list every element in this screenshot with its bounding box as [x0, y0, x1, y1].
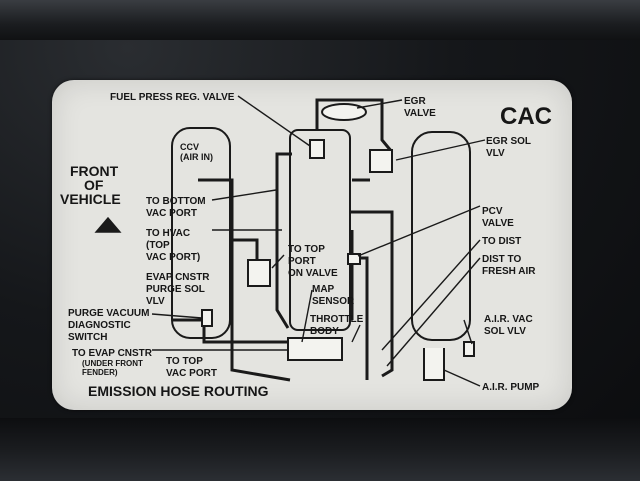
hood-edge — [0, 0, 640, 40]
callout-purge-2: DIAGNOSTIC — [68, 320, 131, 331]
callout-map-1: MAP — [312, 284, 335, 295]
callout-to-hvac-2: (TOP — [146, 240, 170, 251]
label-title: EMISSION HOSE ROUTING — [88, 383, 269, 399]
callout-air-pump: A.I.R. PUMP — [482, 382, 540, 393]
callout-throttle-1: THROTTLE — [310, 314, 364, 325]
leader-lines — [94, 95, 486, 387]
callout-dist-fresh-1: DIST TO — [482, 254, 521, 265]
components — [201, 103, 475, 381]
callout-to-hvac-1: TO HVAC — [146, 228, 190, 239]
callout-to-top-vac-2: VAC PORT — [166, 368, 217, 379]
callout-throttle-2: BODY — [310, 326, 339, 337]
callout-to-bottom-1: TO BOTTOM — [146, 196, 206, 207]
callout-to-top-port-2: PORT — [288, 256, 316, 267]
callout-pcv-1: PCV — [482, 206, 503, 217]
callout-to-top-port-1: TO TOP — [288, 244, 325, 255]
hose-diagram: CAC FRONT OF VEHICLE FUEL PRESS REG. VAL… — [60, 92, 552, 399]
hood-lower-panel — [0, 418, 640, 481]
callout-purge-3: SWITCH — [68, 332, 107, 343]
callout-evap-2: PURGE SOL — [146, 284, 205, 295]
front-line-2: OF — [84, 177, 104, 193]
callout-to-evap-3: FENDER) — [82, 368, 118, 377]
hose-lines — [171, 98, 471, 382]
callout-fuel-press: FUEL PRESS REG. VALVE — [110, 92, 235, 103]
callout-air-vac-1: A.I.R. VAC — [484, 314, 533, 325]
callout-egr-sol-2: VLV — [486, 148, 505, 159]
callout-purge-1: PURGE VACUUM — [68, 308, 149, 319]
callout-ccv-1: CCV — [180, 142, 199, 152]
callout-pcv-2: VALVE — [482, 218, 514, 229]
callout-air-vac-2: SOL VLV — [484, 326, 526, 337]
callout-egr-sol-1: EGR SOL — [486, 136, 531, 147]
callout-to-bottom-2: VAC PORT — [146, 208, 197, 219]
callout-to-top-vac-1: TO TOP — [166, 356, 203, 367]
callout-map-2: SENSOR — [312, 296, 355, 307]
callout-evap-1: EVAP CNSTR — [146, 272, 210, 283]
callout-to-hvac-3: VAC PORT) — [146, 252, 200, 263]
front-line-3: VEHICLE — [60, 191, 121, 207]
callout-dist-fresh-2: FRESH AIR — [482, 266, 536, 277]
front-line-1: FRONT — [70, 163, 119, 179]
callout-ccv-2: (AIR IN) — [180, 152, 213, 162]
callout-to-top-port-3: ON VALVE — [288, 268, 338, 279]
callout-to-evap-2: (UNDER FRONT — [82, 359, 143, 368]
callout-to-evap-1: TO EVAP CNSTR — [72, 348, 153, 359]
callout-evap-3: VLV — [146, 296, 165, 307]
callout-to-dist: TO DIST — [482, 236, 521, 247]
emission-label: CAC FRONT OF VEHICLE FUEL PRESS REG. VAL… — [52, 80, 572, 410]
callout-egr-2: VALVE — [404, 108, 436, 119]
callout-egr-1: EGR — [404, 96, 426, 107]
cac-code: CAC — [500, 103, 552, 130]
